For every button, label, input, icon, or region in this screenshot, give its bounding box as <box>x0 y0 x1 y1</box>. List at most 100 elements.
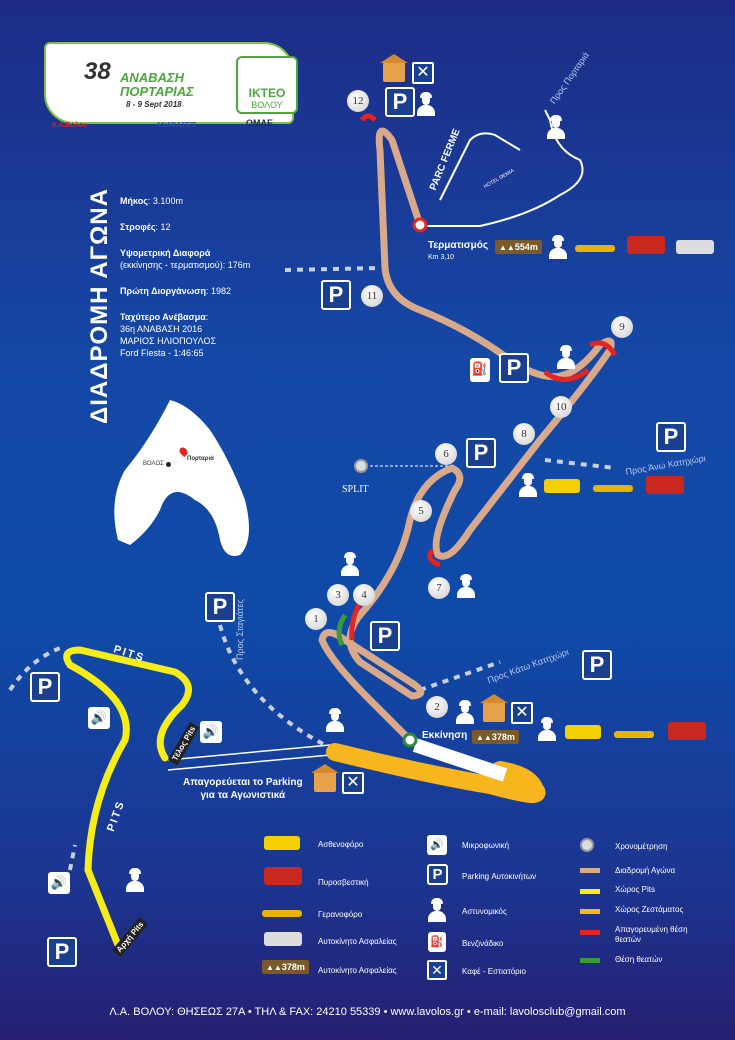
police-icon <box>456 574 476 598</box>
police-icon <box>340 552 360 576</box>
fire-truck-icon <box>668 722 706 740</box>
tow-truck-icon <box>614 731 654 738</box>
cafe-house-icon <box>480 694 508 722</box>
side-roads <box>8 266 616 871</box>
logo-title-2: ΠΟΡΤΑΡΙΑΣ <box>120 84 194 99</box>
legend-pits: Χώρος Pits <box>615 885 655 894</box>
parking-icon: P <box>656 422 686 452</box>
legend-elevation: Αυτοκίνητο Ασφαλείας <box>318 966 397 975</box>
finish-marker <box>412 217 428 233</box>
legend-spectators-swatch <box>580 958 600 963</box>
legend-route: Διαδρομή Αγώνα <box>615 866 676 875</box>
turn-marker: 3 <box>327 584 349 606</box>
pits-access-road <box>167 744 331 771</box>
legend-cafe: Καφέ - Εστιατόριο <box>462 967 526 976</box>
route-info: Μήκος: 3.100m Στροφές: 12 Υψομετρική Δια… <box>120 196 251 358</box>
turn-marker: 2 <box>426 696 448 718</box>
stopwatch-icon <box>354 459 368 473</box>
tow-truck-icon <box>575 245 615 252</box>
legend-police-icon <box>427 898 447 922</box>
legend-parking-icon: P <box>427 864 448 885</box>
split-label: SPLIT <box>342 484 369 495</box>
legend-pits-swatch <box>580 889 600 894</box>
legend-warmup-swatch <box>580 909 600 914</box>
parking-icon: P <box>370 621 400 651</box>
legend-fuel-icon: ⛽ <box>428 932 446 952</box>
finish-km: Km 3,10 <box>428 254 455 261</box>
turn-marker: 5 <box>410 500 432 522</box>
legend-forbidden: Απαγορευμένη θέση θεατών <box>615 925 688 944</box>
parking-icon: P <box>466 438 496 468</box>
page-title: ΔΙΑΔΡΟΜΗ ΑΓΩΝΑ <box>86 188 113 424</box>
finish-label: Τερματισμός <box>428 240 489 251</box>
legend-tow: Γερανοφόρο <box>318 910 363 919</box>
police-icon <box>416 92 436 116</box>
police-icon <box>325 708 345 732</box>
legend-fire-icon <box>264 867 302 885</box>
road-label-stagiates: Προς Σταγιάτες <box>235 599 245 660</box>
turn-marker: 10 <box>550 396 572 418</box>
legend-elevation-badge: 378m <box>262 960 309 974</box>
partner-logo-2: ΑΝΑΒΑΣΕΙΣ <box>156 122 197 129</box>
parking-icon: P <box>385 87 415 117</box>
police-icon <box>455 700 475 724</box>
parking-icon: P <box>582 650 612 680</box>
partner-logo-1: Λ.Α.Βόλου <box>52 122 88 129</box>
logo-edition: 38 <box>84 58 111 85</box>
legend-speaker-icon: 🔊 <box>427 835 447 855</box>
partner-logo-3: OMAE <box>246 118 273 128</box>
inset-city-label: ΒΟΛΟΣ <box>143 461 164 467</box>
start-elevation-badge: 378m <box>472 730 519 744</box>
legend-ambulance: Ασθενοφόρο <box>318 840 364 849</box>
turn-marker: 9 <box>611 316 633 338</box>
turn-marker: 6 <box>435 443 457 465</box>
city-dot <box>166 462 171 467</box>
race-route <box>318 127 615 743</box>
tow-truck-icon <box>593 485 633 492</box>
parking-icon: P <box>205 592 235 622</box>
police-icon <box>546 115 566 139</box>
safety-car-icon <box>676 240 714 254</box>
police-icon <box>518 473 538 497</box>
pits-lane <box>63 646 193 949</box>
police-icon <box>548 235 568 259</box>
legend-parking: Parking Αυτοκινήτων <box>462 872 537 881</box>
warmup-zone <box>326 743 546 803</box>
parc-ferme-road <box>420 109 584 227</box>
turn-marker: 8 <box>513 423 535 445</box>
fire-truck-icon <box>646 476 684 494</box>
finish-elevation-badge: 554m <box>495 240 542 254</box>
legend-ambulance-icon <box>264 836 300 850</box>
legend-safety-car: Αυτοκίνητο Ασφαλείας <box>318 937 397 946</box>
inset-island <box>114 400 249 556</box>
ambulance-icon <box>544 479 580 493</box>
legend-warmup: Χώρος Ζεστάματος <box>615 905 684 914</box>
legend-fire: Πυροσβεστική <box>318 878 369 887</box>
turn-marker: 11 <box>361 285 383 307</box>
legend-fuel: Βενζινάδικο <box>462 939 504 948</box>
ambulance-icon <box>565 725 601 739</box>
cafe-house-icon <box>311 764 339 792</box>
parking-icon: P <box>499 353 529 383</box>
start-straight <box>412 738 508 782</box>
footer-contact: Λ.Α. ΒΟΛΟΥ: ΘΗΣΕΩΣ 27Α • ΤΗΛ & FAX: 2421… <box>109 1006 626 1018</box>
logo-dates: 8 - 9 Sept 2018 <box>126 100 182 109</box>
start-marker <box>402 732 418 748</box>
start-label: Εκκίνηση <box>422 730 468 741</box>
cafe-house-icon <box>380 54 408 82</box>
event-logo: 38 ΑΝΑΒΑΣΗ ΠΟΡΤΑΡΙΑΣ 8 - 9 Sept 2018 ΙΚΤ… <box>44 32 329 129</box>
legend-cafe-icon: ✕ <box>427 960 447 980</box>
turn-marker: 7 <box>428 577 450 599</box>
restaurant-icon: ✕ <box>412 62 434 84</box>
legend-timing-icon <box>580 838 594 852</box>
police-icon <box>125 868 145 892</box>
legend-forbidden-swatch <box>580 930 600 935</box>
legend-route-swatch <box>580 868 600 873</box>
legend-safety-car-icon <box>264 932 302 946</box>
restaurant-icon: ✕ <box>342 772 364 794</box>
inset-village-label: Πορταριά <box>187 456 214 462</box>
police-icon <box>556 345 576 369</box>
